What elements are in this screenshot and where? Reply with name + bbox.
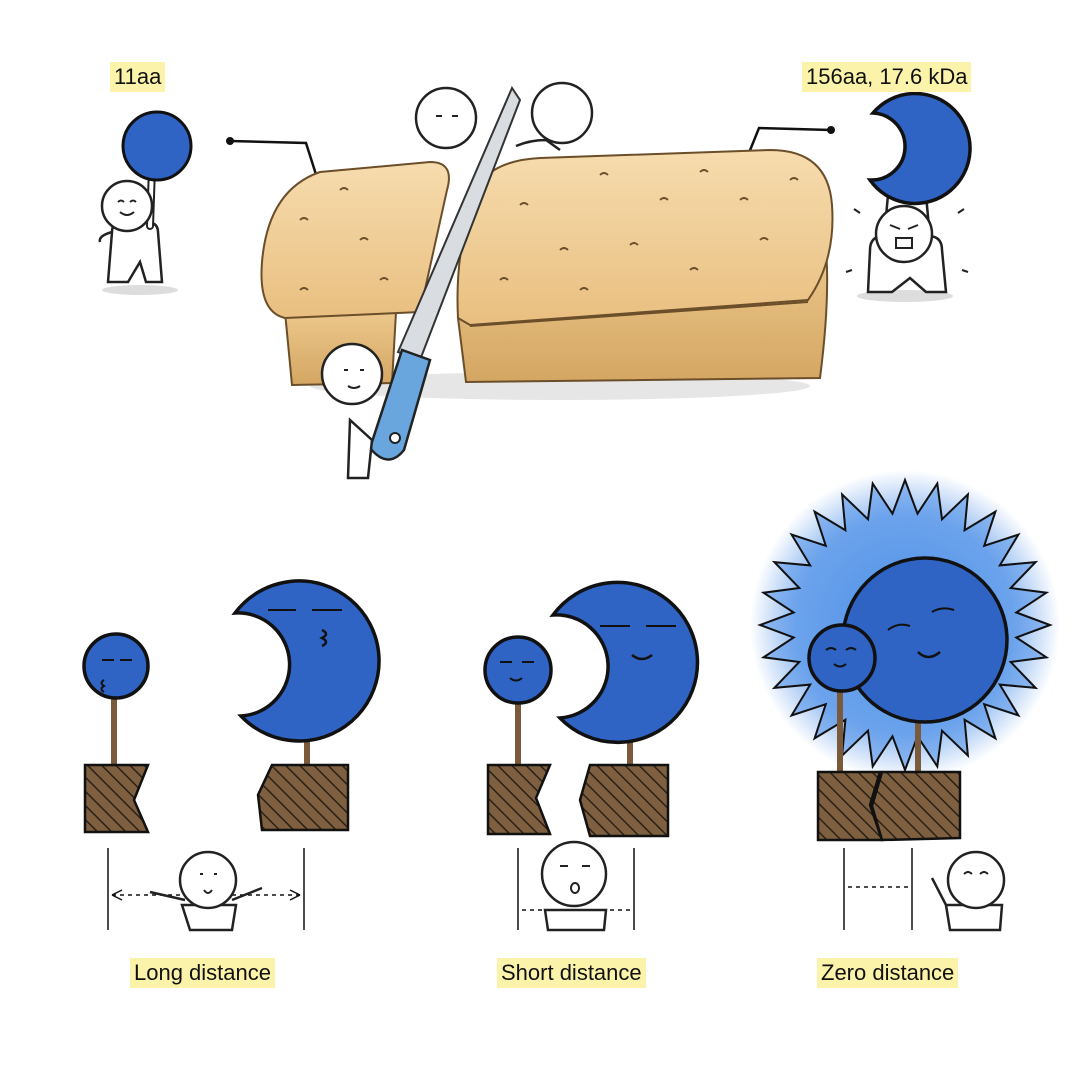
large-base-block: [578, 763, 670, 838]
small-base-block: [486, 763, 552, 836]
small-ligand-ball: [807, 623, 877, 693]
figure-sawing: [320, 342, 384, 480]
large-protein-pacman: [866, 91, 972, 206]
large-base-block: [256, 763, 350, 832]
caption-long-distance: Long distance: [130, 958, 275, 988]
bread-loaf-large-piece: [299, 148, 834, 384]
panel-zero-distance: [750, 470, 1060, 932]
figure-surprised: [540, 840, 608, 932]
small-peptide-label: 11aa: [110, 62, 166, 92]
large-receptor-pacman: [549, 580, 700, 745]
small-ligand-ball: [483, 635, 553, 705]
panel-long-distance: [82, 579, 381, 932]
figure-stretching: [149, 850, 263, 932]
small-peptide-holder-figure: [98, 164, 178, 295]
figure-behind-bread-left: [414, 86, 478, 150]
figure-happy: [930, 850, 1006, 932]
large-base-block: [870, 770, 962, 842]
caption-short-distance: Short distance: [497, 958, 646, 988]
small-ligand-ball: [82, 632, 150, 700]
saw-icon: [368, 85, 522, 461]
panel-short-distance: [483, 580, 700, 932]
caption-zero-distance: Zero distance: [817, 958, 959, 988]
small-peptide-ball: [121, 110, 193, 182]
figure-behind-bread-right: [515, 81, 594, 152]
large-protein-label: 156aa, 17.6 kDa: [802, 62, 972, 92]
large-protein-holder-figure: [845, 194, 969, 302]
small-base-block: [83, 763, 150, 834]
large-receptor-pacman: [231, 579, 381, 743]
